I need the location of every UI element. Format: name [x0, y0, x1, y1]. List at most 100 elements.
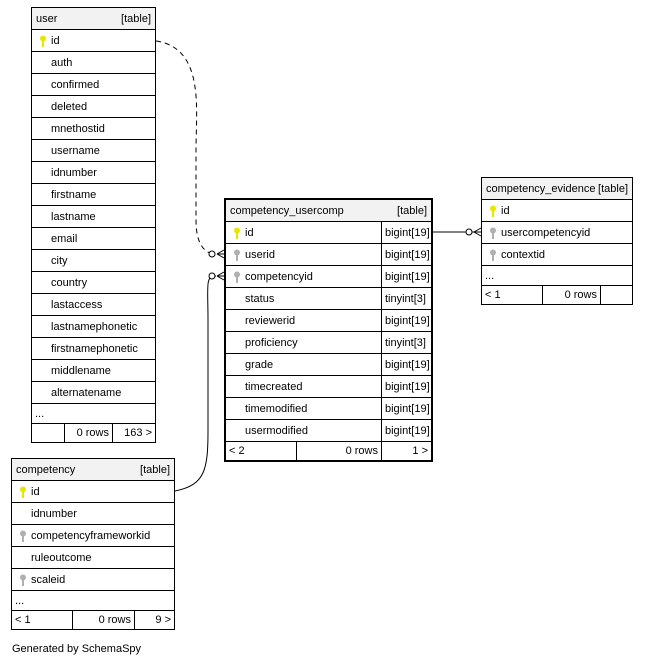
table-competency-evidence[interactable]: competency_evidence [table] id usercompe…: [481, 177, 633, 305]
primary-key-icon: [486, 205, 500, 217]
column-row[interactable]: timecreated bigint[19]: [226, 376, 431, 398]
column-row[interactable]: timemodified bigint[19]: [226, 398, 431, 420]
column-row[interactable]: mnethostid: [32, 118, 155, 140]
primary-key-icon: [16, 486, 30, 498]
footer-row-count: 0 rows: [64, 424, 112, 442]
foreign-key-icon: [16, 574, 30, 586]
footer-children[interactable]: [600, 286, 632, 304]
foreign-key-icon: [486, 249, 500, 261]
column-row[interactable]: contextid: [482, 244, 632, 266]
relation-crowfoot: [473, 227, 482, 237]
footer-children[interactable]: 9 >: [134, 611, 174, 629]
relation-end-circle: [208, 250, 216, 258]
schemaspy-credit: Generated by SchemaSpy: [12, 643, 142, 655]
column-type: bigint[19]: [381, 398, 431, 419]
column-row[interactable]: proficiency tinyint[3]: [226, 332, 431, 354]
column-row[interactable]: firstname: [32, 184, 155, 206]
column-name: timemodified: [245, 402, 308, 415]
more-columns: ...: [12, 591, 174, 611]
column-name: firstnamephonetic: [51, 342, 138, 355]
primary-key-icon: [36, 35, 50, 47]
column-row[interactable]: idnumber: [12, 503, 174, 525]
column-row[interactable]: ruleoutcome: [12, 547, 174, 569]
column-row[interactable]: username: [32, 140, 155, 162]
table-name: competency: [16, 463, 76, 476]
column-row[interactable]: city: [32, 250, 155, 272]
column-row[interactable]: auth: [32, 52, 155, 74]
column-name: status: [245, 292, 275, 305]
column-row[interactable]: confirmed: [32, 74, 155, 96]
table-name: user: [36, 12, 58, 25]
table-footer: < 1 0 rows 9 >: [12, 611, 174, 629]
column-name: competencyid: [245, 270, 313, 283]
table-user[interactable]: user [table] id auth confirmed deleted m…: [31, 7, 156, 443]
foreign-key-icon: [230, 271, 244, 283]
footer-row-count: 0 rows: [296, 442, 381, 460]
more-columns: ...: [32, 404, 155, 424]
footer-parents[interactable]: < 2: [229, 445, 245, 457]
footer-children[interactable]: 1 >: [381, 442, 431, 460]
table-header: competency [table]: [12, 459, 174, 481]
table-competency-usercomp[interactable]: competency_usercomp [table] id bigint[19…: [224, 198, 433, 462]
column-row[interactable]: firstnamephonetic: [32, 338, 155, 360]
column-row[interactable]: status tinyint[3]: [226, 288, 431, 310]
relation-crowfoot: [216, 271, 225, 281]
column-row[interactable]: id: [32, 30, 155, 52]
column-row[interactable]: competencyid bigint[19]: [226, 266, 431, 288]
footer-parents[interactable]: < 1: [485, 289, 501, 301]
column-name: proficiency: [245, 336, 298, 349]
column-row[interactable]: email: [32, 228, 155, 250]
foreign-key-icon: [16, 530, 30, 542]
column-name: id: [245, 226, 254, 239]
column-row[interactable]: deleted: [32, 96, 155, 118]
more-columns: ...: [482, 266, 632, 286]
column-row[interactable]: usermodified bigint[19]: [226, 420, 431, 442]
column-type: bigint[19]: [381, 420, 431, 441]
column-row[interactable]: alternatename: [32, 382, 155, 404]
column-row[interactable]: lastnamephonetic: [32, 316, 155, 338]
table-name: competency_evidence: [486, 182, 596, 195]
column-row[interactable]: middlename: [32, 360, 155, 382]
footer-parents[interactable]: [32, 424, 64, 442]
relation-end-circle: [465, 228, 473, 236]
relation-crowfoot: [216, 249, 225, 259]
column-name: usermodified: [245, 424, 308, 437]
column-row[interactable]: competencyframeworkid: [12, 525, 174, 547]
table-kind: [table]: [121, 12, 151, 25]
footer-children[interactable]: 163 >: [112, 424, 155, 442]
column-row[interactable]: lastname: [32, 206, 155, 228]
column-type: tinyint[3]: [381, 288, 431, 309]
column-name: lastname: [51, 210, 96, 223]
column-row[interactable]: userid bigint[19]: [226, 244, 431, 266]
column-name: email: [51, 232, 78, 245]
column-row[interactable]: lastaccess: [32, 294, 155, 316]
table-name: competency_usercomp: [230, 204, 344, 217]
column-name: lastnamephonetic: [51, 320, 138, 333]
column-row[interactable]: id: [12, 481, 174, 503]
column-row[interactable]: scaleid: [12, 569, 174, 591]
column-name: userid: [245, 248, 275, 261]
column-name: idnumber: [31, 507, 77, 520]
table-kind: [table]: [397, 204, 427, 217]
foreign-key-icon: [486, 227, 500, 239]
table-header: user [table]: [32, 8, 155, 30]
table-footer: < 1 0 rows: [482, 286, 632, 304]
column-row[interactable]: grade bigint[19]: [226, 354, 431, 376]
column-row[interactable]: id bigint[19]: [226, 222, 431, 244]
column-name: id: [31, 485, 40, 498]
column-row[interactable]: country: [32, 272, 155, 294]
column-name: alternatename: [51, 386, 122, 399]
column-type: tinyint[3]: [381, 332, 431, 353]
primary-key-icon: [230, 227, 244, 239]
column-name: country: [51, 276, 88, 289]
relation-competency-usercomp: [174, 275, 217, 492]
column-row[interactable]: id: [482, 200, 632, 222]
footer-parents[interactable]: < 1: [15, 614, 31, 626]
column-name: reviewerid: [245, 314, 296, 327]
column-name: scaleid: [31, 573, 66, 586]
table-competency[interactable]: competency [table] id idnumber competenc…: [11, 458, 175, 630]
column-row[interactable]: usercompetencyid: [482, 222, 632, 244]
column-row[interactable]: reviewerid bigint[19]: [226, 310, 431, 332]
column-row[interactable]: idnumber: [32, 162, 155, 184]
